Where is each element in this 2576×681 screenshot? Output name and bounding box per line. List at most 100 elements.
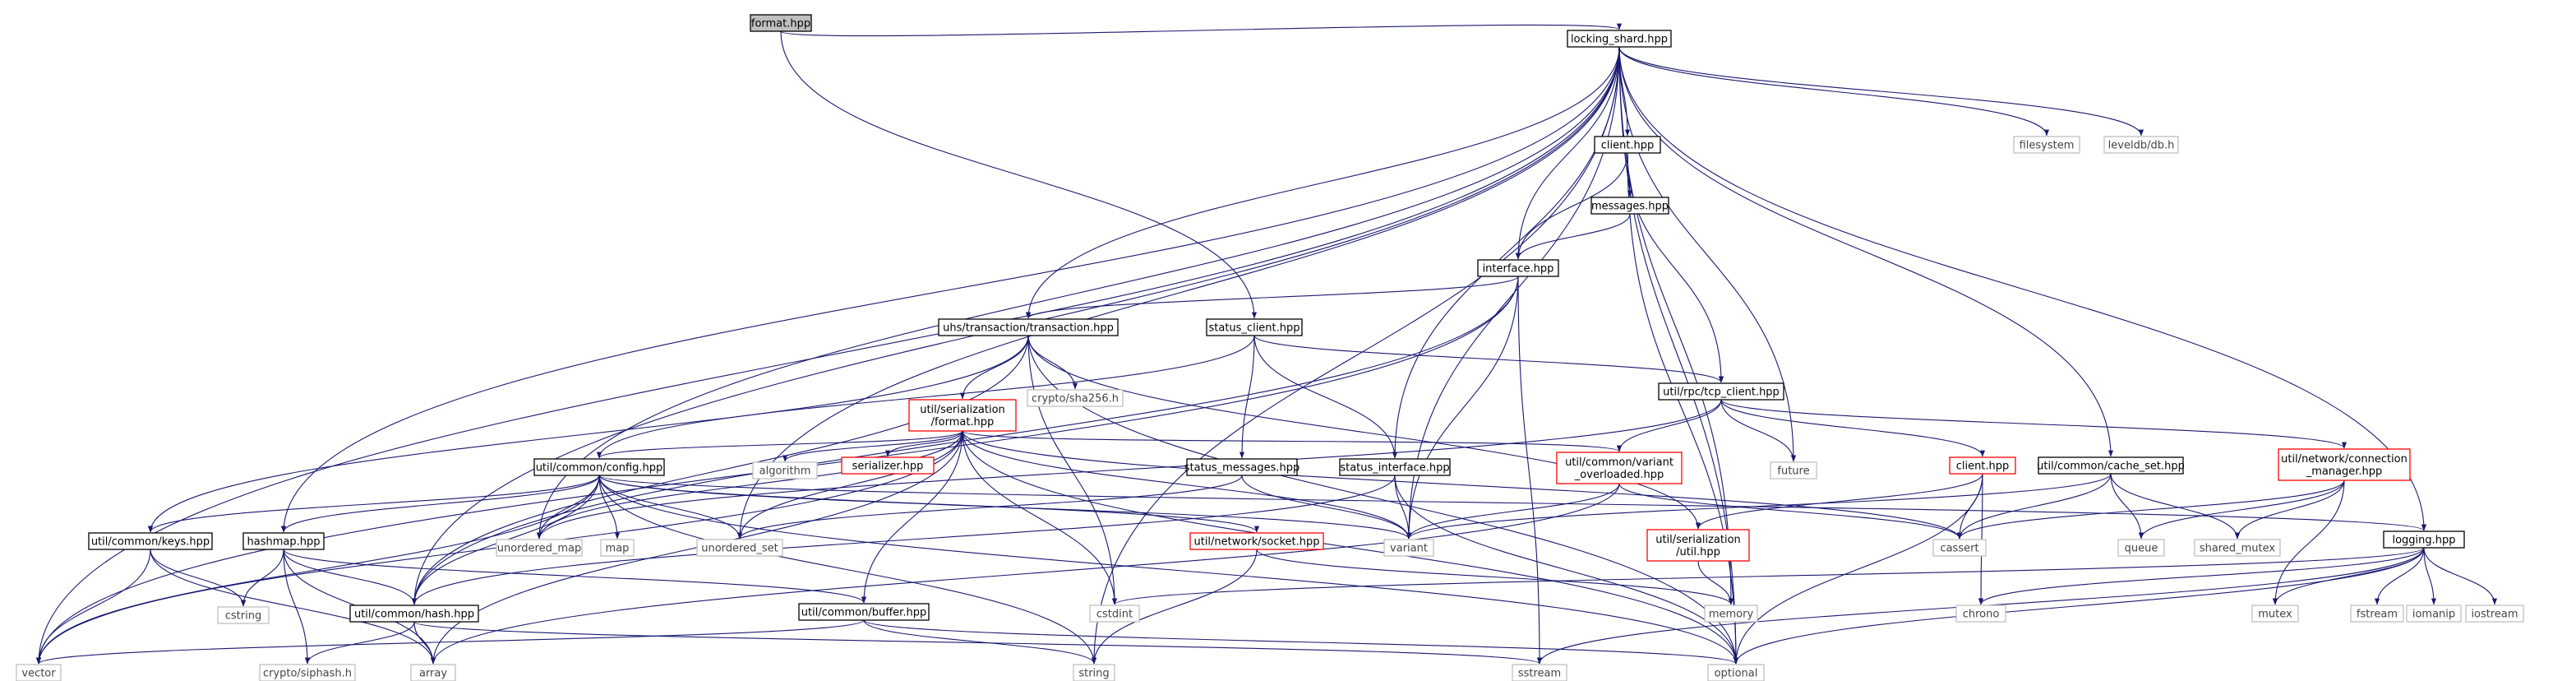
node-cache-set[interactable]: util/common/cache_set.hpp xyxy=(2037,456,2185,475)
dependency-edge-logging-to-cstdint xyxy=(1112,547,2425,605)
node-label: _overloaded.hpp xyxy=(1574,469,1664,481)
node-box xyxy=(1770,461,1817,479)
dependency-edge-config-to-map xyxy=(598,475,621,540)
node-box xyxy=(2117,539,2165,557)
node-box xyxy=(242,532,325,550)
dependency-edge-ser_util-to-memory xyxy=(1697,560,1734,605)
dependency-edge-tcp_client-to-conn_manager xyxy=(1720,399,2347,449)
dependency-edge-interface-to-transaction xyxy=(1026,276,1519,319)
node-label: vector xyxy=(21,668,56,680)
node-box xyxy=(750,14,812,32)
dependency-edge-client_red-to-ser_util xyxy=(1695,473,1983,530)
node-box xyxy=(1707,664,1765,681)
node-tcp-client[interactable]: util/rpc/tcp_client.hpp xyxy=(1658,382,1784,401)
dependency-edge-status_interface-to-hash xyxy=(412,475,1396,605)
node-hash[interactable]: util/common/hash.hpp xyxy=(349,605,479,623)
node-label: util/common/keys.hpp xyxy=(91,536,210,549)
node-box xyxy=(349,605,479,623)
node-box xyxy=(1932,539,1987,557)
dependency-edge-locking_shard-to-unordered_map xyxy=(536,46,1620,540)
dependency-edge-locking_shard-to-status_interface xyxy=(1392,46,1620,459)
node-label: cstdint xyxy=(1096,609,1133,621)
node-keys[interactable]: util/common/keys.hpp xyxy=(88,532,213,550)
node-label: util/network/connection xyxy=(2281,453,2407,466)
node-box xyxy=(259,664,356,681)
node-box xyxy=(1646,529,1750,562)
node-label: serializer.hpp xyxy=(852,461,924,473)
dependency-edge-variant_overloaded-to-array xyxy=(431,483,1620,665)
node-box xyxy=(2194,539,2281,557)
node-label: string xyxy=(1078,668,1109,680)
node-box xyxy=(2383,530,2465,549)
node-label: iostream xyxy=(2471,609,2518,621)
node-config[interactable]: util/common/config.hpp xyxy=(533,458,665,476)
node-memory: memory xyxy=(1704,605,1758,623)
node-transaction[interactable]: uhs/transaction/transaction.hpp xyxy=(938,318,1119,336)
node-box xyxy=(2350,605,2404,623)
node-label: /format.hpp xyxy=(931,416,995,429)
node-status-client[interactable]: status_client.hpp xyxy=(1206,318,1303,336)
dependency-edge-config-to-socket xyxy=(598,475,1259,533)
node-label: client.hpp xyxy=(1956,461,2010,473)
dependency-edge-interface-to-sstream xyxy=(1517,276,1543,665)
node-box xyxy=(533,458,665,476)
node-status-interface[interactable]: status_interface.hpp xyxy=(1339,458,1451,476)
dependency-edge-logging-to-fstream xyxy=(2374,547,2425,605)
node-future: future xyxy=(1770,461,1817,479)
dependency-edge-locking_shard-to-interface xyxy=(1515,46,1620,260)
node-optional: optional xyxy=(1707,664,1765,681)
dependency-edge-locking_shard-to-leveldb xyxy=(1618,46,2144,137)
node-messages[interactable]: messages.hpp xyxy=(1590,197,1669,215)
dependency-edge-hashmap-to-hash xyxy=(283,549,418,605)
dependency-edge-cache_set-to-variant xyxy=(1406,473,2112,540)
node-cstring: cstring xyxy=(217,606,270,624)
node-label: cassert xyxy=(1940,543,1978,555)
node-ser-util[interactable]: util/serialization/util.hpp xyxy=(1646,529,1750,562)
node-socket[interactable]: util/network/socket.hpp xyxy=(1189,532,1324,550)
node-logging[interactable]: logging.hpp xyxy=(2383,530,2465,549)
node-locking-shard[interactable]: locking_shard.hpp xyxy=(1567,30,1672,48)
node-label: chrono xyxy=(1963,609,2000,621)
dependency-edge-logging-to-iomanip xyxy=(2423,547,2437,605)
node-label: util/serialization xyxy=(920,404,1005,416)
dependency-edge-client_top-to-optional xyxy=(1627,152,1739,665)
dependency-edge-status_client-to-status_messages xyxy=(1239,335,1255,459)
dependency-edge-client_top-to-interface xyxy=(1515,152,1628,260)
dependency-edge-variant_overloaded-to-cassert xyxy=(1618,483,1962,540)
node-cassert: cassert xyxy=(1932,539,1987,557)
dependency-edge-ser_format-to-optional xyxy=(962,430,1739,665)
node-label: hashmap.hpp xyxy=(247,536,321,549)
node-client-red[interactable]: client.hpp xyxy=(1949,456,2016,475)
node-queue: queue xyxy=(2117,539,2165,557)
node-label: _manager.hpp xyxy=(2306,466,2383,478)
dependency-edge-interface-to-variant xyxy=(1406,276,1519,540)
node-serializer[interactable]: serializer.hpp xyxy=(841,456,935,475)
node-interface[interactable]: interface.hpp xyxy=(1477,259,1559,277)
dependency-edge-locking_shard-to-cache_set xyxy=(1618,46,2114,457)
node-box xyxy=(696,539,783,557)
dependency-edge-status_messages-to-variant xyxy=(1241,475,1412,540)
node-box xyxy=(841,456,935,475)
node-label: util/rpc/tcp_client.hpp xyxy=(1663,387,1780,399)
dependency-edge-buffer-to-string xyxy=(863,619,1097,665)
node-conn-manager[interactable]: util/network/connection_manager.hpp xyxy=(2278,448,2411,481)
node-box xyxy=(1590,197,1669,215)
node-label: status_client.hpp xyxy=(1208,322,1300,335)
dependency-edge-logging-to-optional xyxy=(1733,547,2425,665)
node-box xyxy=(2103,136,2179,154)
node-hashmap[interactable]: hashmap.hpp xyxy=(242,532,325,550)
node-box xyxy=(2406,605,2462,623)
node-status-messages[interactable]: status_messages.hpp xyxy=(1184,458,1300,476)
node-label: sstream xyxy=(1518,668,1561,680)
node-buffer[interactable]: util/common/buffer.hpp xyxy=(798,603,930,621)
node-box xyxy=(1704,605,1758,623)
node-box xyxy=(1477,259,1559,277)
node-variant-overloaded[interactable]: util/common/variant_overloaded.hpp xyxy=(1556,452,1683,484)
node-ser-format[interactable]: util/serialization/format.hpp xyxy=(908,399,1017,432)
node-label: util/common/variant xyxy=(1565,456,1673,469)
node-format[interactable]: format.hpp xyxy=(750,14,812,32)
node-client-top[interactable]: client.hpp xyxy=(1594,136,1661,154)
dependency-edge-interface-to-hash xyxy=(411,276,1519,605)
node-label: format.hpp xyxy=(751,18,810,30)
